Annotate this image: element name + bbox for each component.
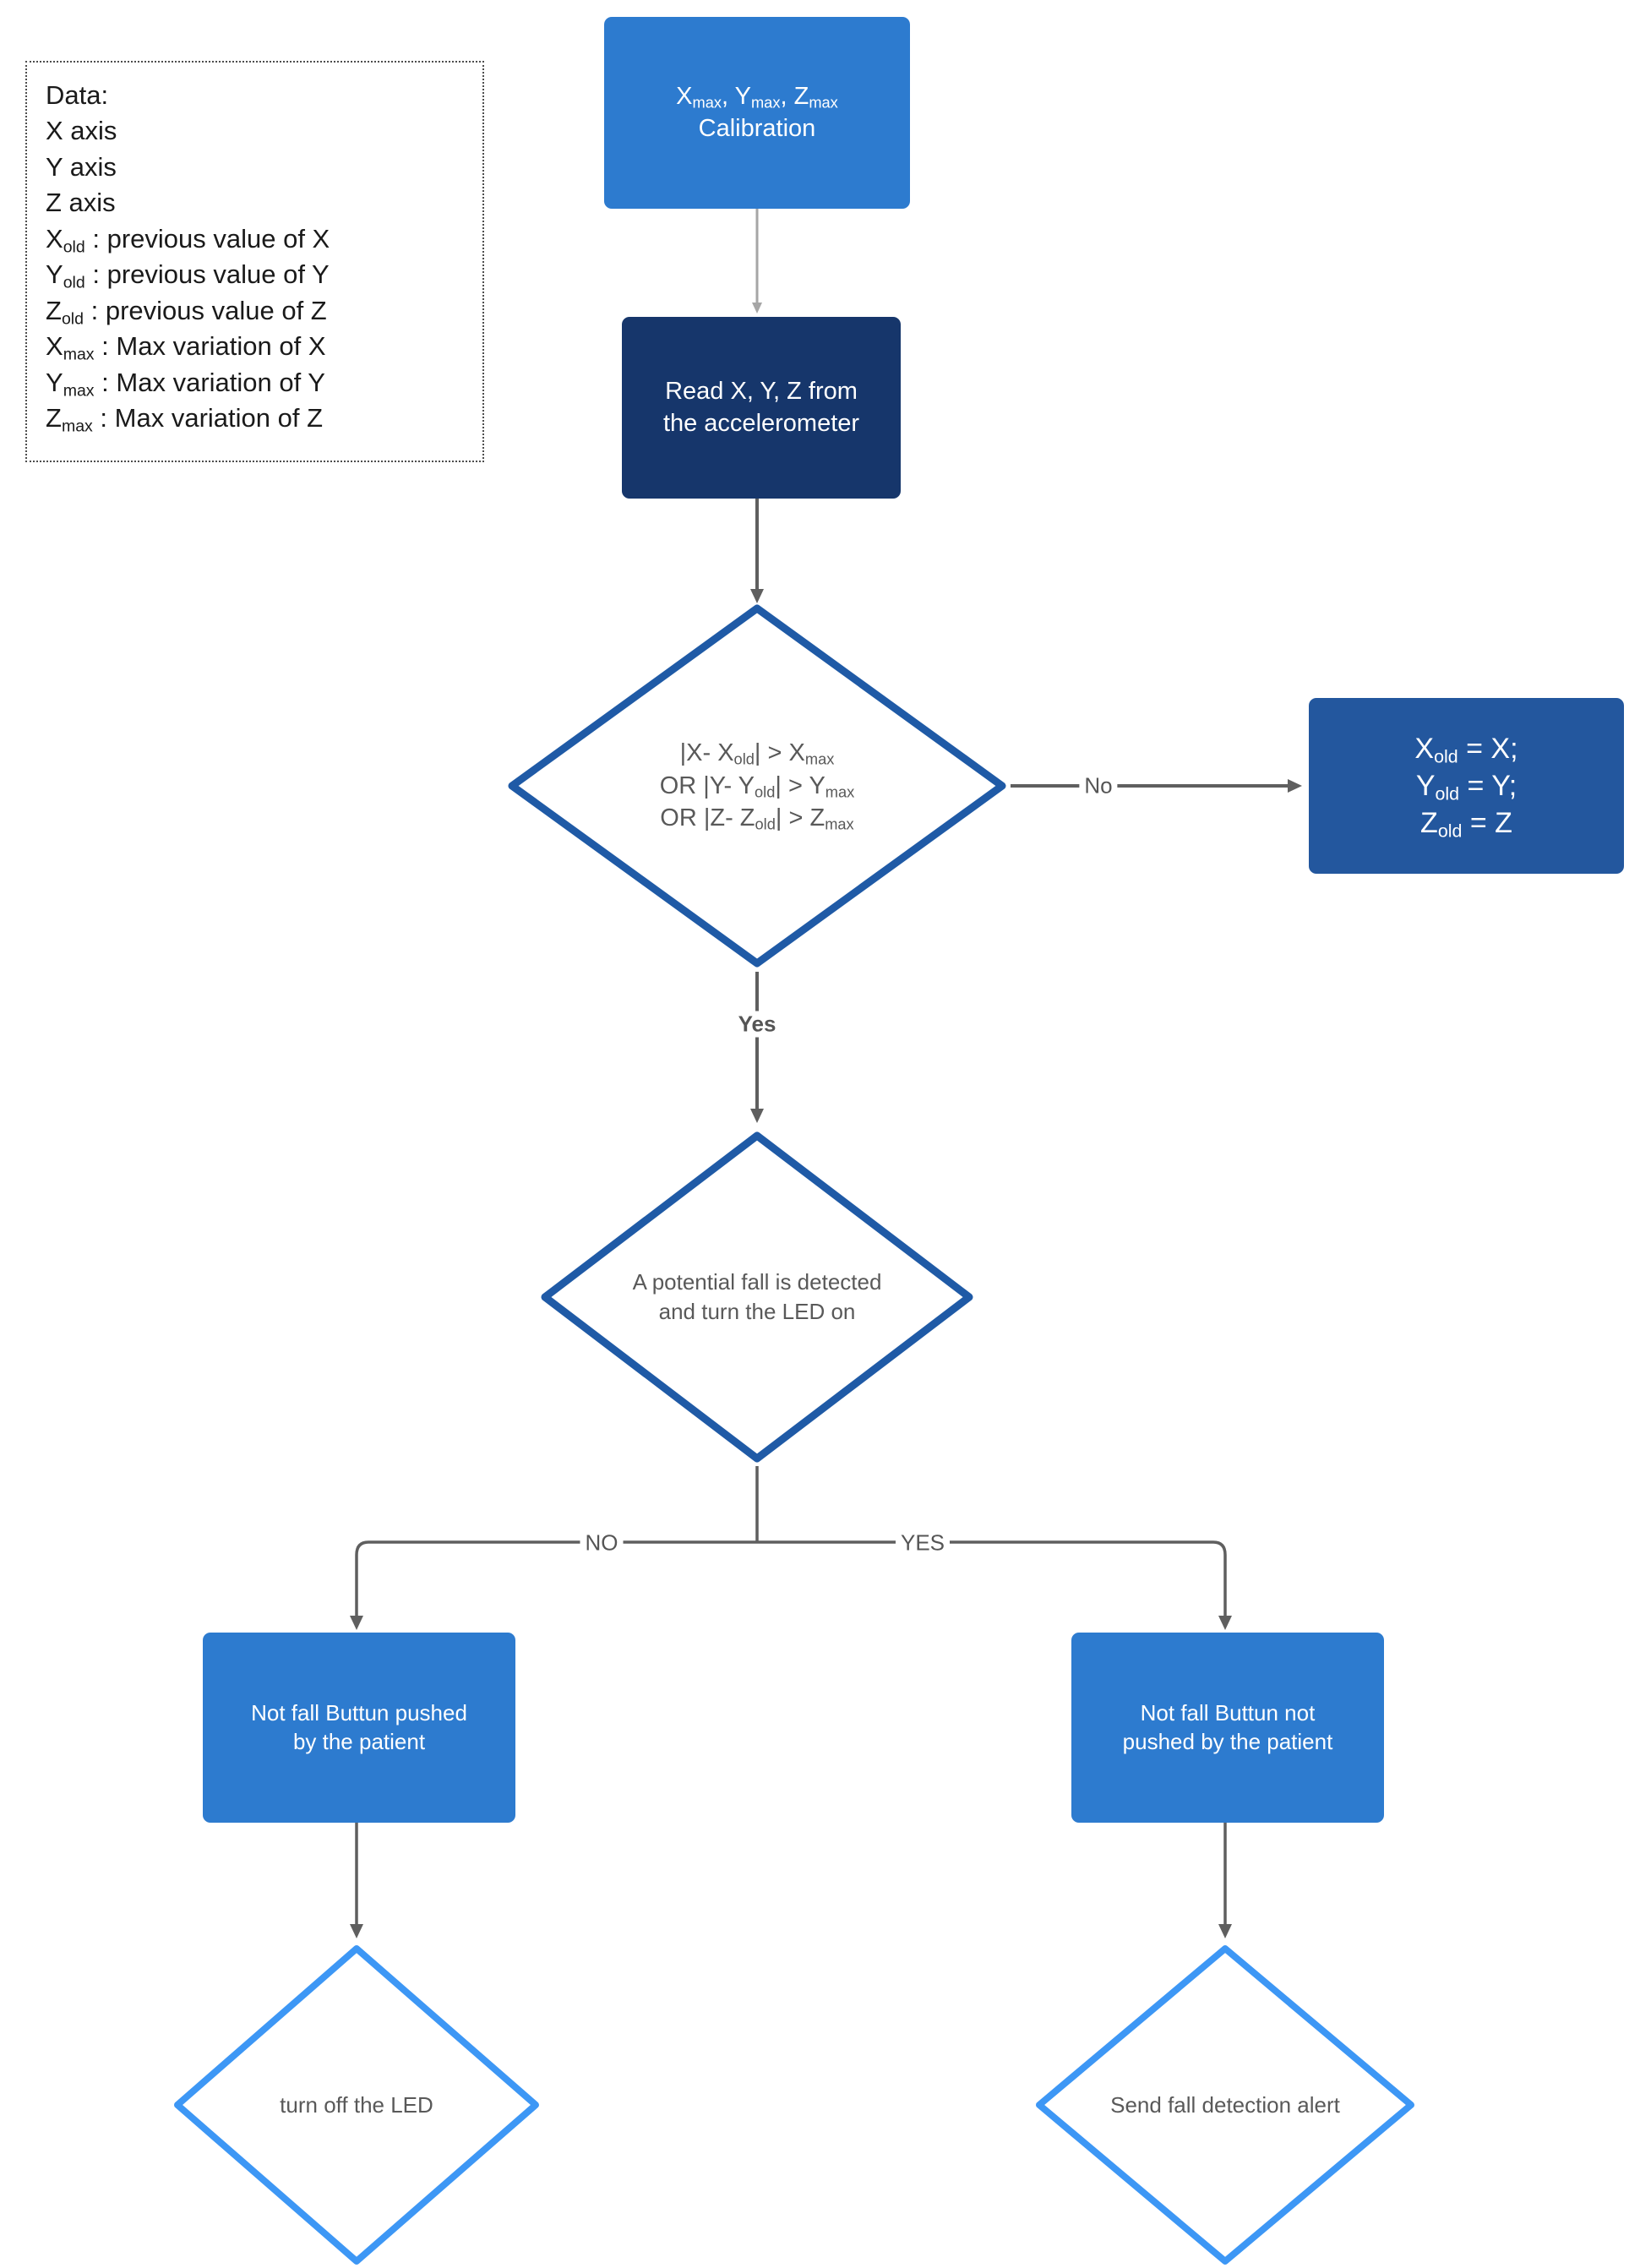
- legend-sub: old: [63, 237, 85, 257]
- variation-check-shape: [508, 604, 1006, 968]
- node-read-line1: Read X, Y, Z from: [665, 377, 858, 405]
- legend-line: Xmax : Max variation of X: [46, 329, 467, 364]
- legend-head: X axis: [46, 116, 117, 146]
- node-button-not-pushed[interactable]: Not fall Buttun not pushed by the patien…: [1071, 1633, 1384, 1823]
- node-potential-fall[interactable]: A potential fall is detected and turn th…: [537, 1128, 977, 1466]
- node-read-accelerometer[interactable]: Read X, Y, Z from the accelerometer: [622, 317, 901, 499]
- legend-rest: : previous value of Y: [84, 259, 330, 290]
- s: old: [1434, 746, 1458, 767]
- legend-line: Zmax : Max variation of Z: [46, 401, 467, 436]
- legend-line: Xold : previous value of X: [46, 221, 467, 257]
- legend-line: X axis: [46, 113, 467, 149]
- t: = Z: [1462, 807, 1512, 840]
- s: old: [1435, 783, 1460, 804]
- node-send-alert[interactable]: Send fall detection alert: [1033, 1942, 1418, 2268]
- node-variation-check[interactable]: |X- Xold| > Xmax OR |Y- Yold| > Ymax OR …: [504, 600, 1011, 972]
- legend-head: X: [46, 223, 63, 254]
- legend-head: Data:: [46, 80, 109, 110]
- t: Z: [793, 82, 809, 110]
- legend-box: Data: X axis Y axis Z axis Xold : previo…: [25, 61, 484, 462]
- t: = X;: [1458, 732, 1518, 765]
- legend-rest: : Max variation of Z: [92, 403, 324, 433]
- t: X: [1414, 732, 1435, 765]
- legend-head: X: [46, 331, 63, 362]
- node-button-pushed-text: Not fall Buttun pushed by the patient: [251, 1699, 467, 1757]
- t: = Y;: [1459, 769, 1518, 802]
- s: max: [809, 93, 838, 112]
- s: old: [1437, 821, 1463, 842]
- legend-head: Z: [46, 295, 62, 325]
- legend-head: Y axis: [46, 151, 117, 182]
- node-store-previous-text: Xold = X; Yold = Y; Zold = Z: [1414, 730, 1518, 842]
- legend-head: Z axis: [46, 188, 116, 218]
- s: max: [750, 93, 781, 112]
- legend-rest: : previous value of X: [84, 223, 330, 254]
- turn-off-led-shape: [174, 1945, 539, 2265]
- legend-head: Z: [46, 403, 62, 433]
- legend-line: Ymax : Max variation of Y: [46, 365, 467, 401]
- legend-line: Y axis: [46, 150, 467, 185]
- legend-sub: max: [63, 345, 95, 364]
- legend-line: Zold : previous value of Z: [46, 293, 467, 329]
- legend-sub: max: [61, 417, 93, 436]
- legend-sub: max: [63, 381, 95, 401]
- button-not-pushed-line2: pushed by the patient: [1122, 1728, 1333, 1754]
- edge-fall-yes-branch: [757, 1540, 1232, 1630]
- node-turn-off-led[interactable]: turn off the LED: [171, 1942, 542, 2268]
- t: ,: [780, 82, 794, 110]
- edge-label-no: No: [1079, 772, 1118, 799]
- potential-fall-shape: [541, 1131, 973, 1463]
- legend-line: Z axis: [46, 185, 467, 221]
- legend-rest: : Max variation of Y: [94, 367, 325, 397]
- t: Y: [734, 82, 751, 110]
- button-pushed-line2: by the patient: [292, 1728, 426, 1754]
- t: Y: [1415, 769, 1436, 802]
- node-button-not-pushed-text: Not fall Buttun not pushed by the patien…: [1123, 1699, 1333, 1757]
- node-button-pushed[interactable]: Not fall Buttun pushed by the patient: [203, 1633, 515, 1823]
- legend-line: Data:: [46, 78, 467, 113]
- legend-line: Yold : previous value of Y: [46, 257, 467, 292]
- node-calibration[interactable]: Xmax, Ymax, Zmax Calibration: [604, 17, 910, 209]
- node-read-line2: the accelerometer: [662, 409, 860, 437]
- edge-label-yes: Yes: [733, 1011, 782, 1038]
- legend-rest: : Max variation of X: [94, 331, 326, 362]
- t: Z: [1420, 807, 1438, 840]
- t: ,: [722, 82, 735, 110]
- edge-label-yes-upper: YES: [895, 1529, 951, 1557]
- store-line3: Zold = Z: [1414, 804, 1518, 842]
- button-not-pushed-line1: Not fall Buttun not: [1140, 1699, 1316, 1726]
- node-calibration-text: Xmax, Ymax, Zmax Calibration: [676, 81, 838, 144]
- store-line1: Xold = X;: [1414, 730, 1518, 767]
- legend-sub: old: [61, 309, 84, 329]
- send-alert-shape: [1036, 1945, 1414, 2265]
- t: X: [676, 82, 693, 110]
- edge-label-no-upper: NO: [580, 1529, 624, 1557]
- button-pushed-line1: Not fall Buttun pushed: [251, 1699, 467, 1726]
- legend-head: Y: [46, 367, 63, 397]
- node-calibration-line1: Xmax, Ymax, Zmax: [676, 81, 838, 113]
- edge-fall-no-branch: [350, 1540, 757, 1630]
- legend-sub: old: [63, 273, 85, 292]
- s: max: [692, 93, 722, 112]
- legend-head: Y: [46, 259, 63, 290]
- node-store-previous[interactable]: Xold = X; Yold = Y; Zold = Z: [1309, 698, 1624, 874]
- legend-rest: : previous value of Z: [83, 295, 327, 325]
- node-read-accelerometer-text: Read X, Y, Z from the accelerometer: [663, 376, 859, 439]
- store-line2: Yold = Y;: [1414, 767, 1518, 804]
- node-calibration-line2: Calibration: [698, 114, 816, 142]
